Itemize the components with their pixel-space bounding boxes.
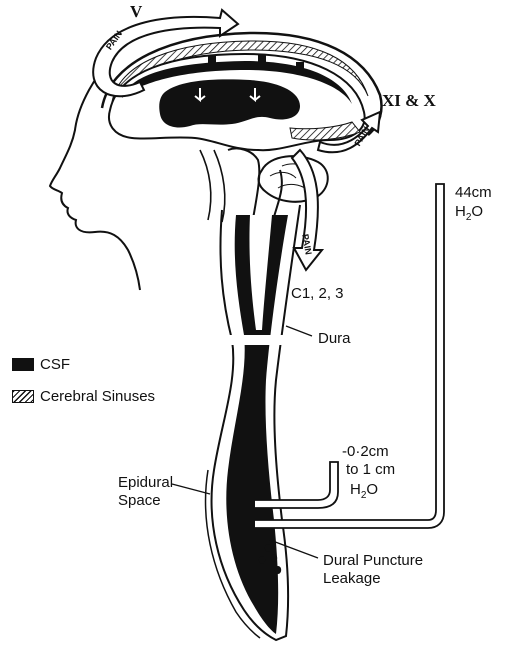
epidural-leader [172,484,210,494]
nerve-xi-x-label: XI & X [382,92,436,109]
legend-sinuses-label: Cerebral Sinuses [40,388,155,406]
c123-label: C1, 2, 3 [291,285,344,302]
pressure-low-value: -0·2cm [342,443,389,460]
pressure-high-value: 44cm [455,184,492,201]
csf-swatch [12,358,34,371]
dura-leader [286,326,312,336]
pressure-low-range: to 1 cm [346,461,395,478]
leak-label-2: Leakage [323,570,381,587]
epidural-label-2: Space [118,492,161,509]
cervical-gap [228,335,288,345]
pain-label-c123: PAIN [296,233,316,256]
pressure-high-unit: H2O [455,203,483,222]
pressure-low-unit: H2O [350,481,378,500]
leak-leader [270,540,318,558]
legend-csf-label: CSF [40,356,70,374]
nerve-v-label: V [130,3,142,20]
sinus-swatch [12,390,34,403]
epidural-label-1: Epidural [118,474,173,491]
leak-label-1: Dural Puncture [323,552,423,569]
dura-label: Dura [318,330,351,347]
